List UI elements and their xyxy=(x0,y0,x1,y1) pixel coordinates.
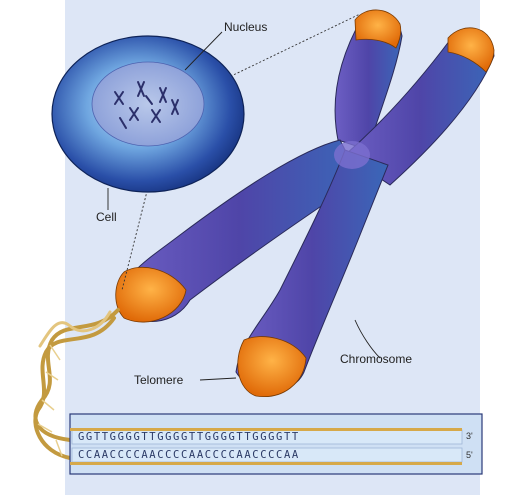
dna-bottom-end-label: 5' xyxy=(466,450,473,460)
leader-lines xyxy=(107,31,381,381)
telomere-cap-top-left xyxy=(354,9,402,49)
dna-top-end-label: 3' xyxy=(466,431,473,441)
chromosome xyxy=(117,13,495,392)
nucleus-chromosomes xyxy=(114,81,179,129)
telomere-leader xyxy=(199,377,237,381)
dna-top-strand: GGTTGGGGTTGGGGTTGGGGTTGGGGTT xyxy=(78,431,300,443)
label-telomere: Telomere xyxy=(134,373,184,387)
nucleus-body xyxy=(91,61,205,147)
dna-strand-a xyxy=(33,308,120,442)
telomere-cap-left xyxy=(115,266,187,323)
telomere-cap-bottom xyxy=(237,336,307,398)
telomeres xyxy=(115,9,495,398)
dna-strand-c xyxy=(38,310,112,348)
cell xyxy=(51,35,245,193)
label-cell: Cell xyxy=(96,210,117,224)
dna-ribbon-bottom-edge xyxy=(70,462,462,465)
dna-bottom-strand: CCAACCCCAACCCCAACCCCAACCCCAA xyxy=(78,449,300,461)
dna-ribbon xyxy=(33,308,120,460)
label-chromosome: Chromosome xyxy=(340,352,413,366)
dna-rungs xyxy=(37,344,63,457)
centromere xyxy=(334,141,370,169)
nucleus-leader xyxy=(184,31,223,71)
chromosome-leader xyxy=(354,319,381,359)
dna-strand-b xyxy=(33,316,116,460)
telomere-cap-top-right xyxy=(447,27,495,73)
dna-ribbon-top-edge xyxy=(70,428,462,431)
label-nucleus: Nucleus xyxy=(224,20,268,34)
